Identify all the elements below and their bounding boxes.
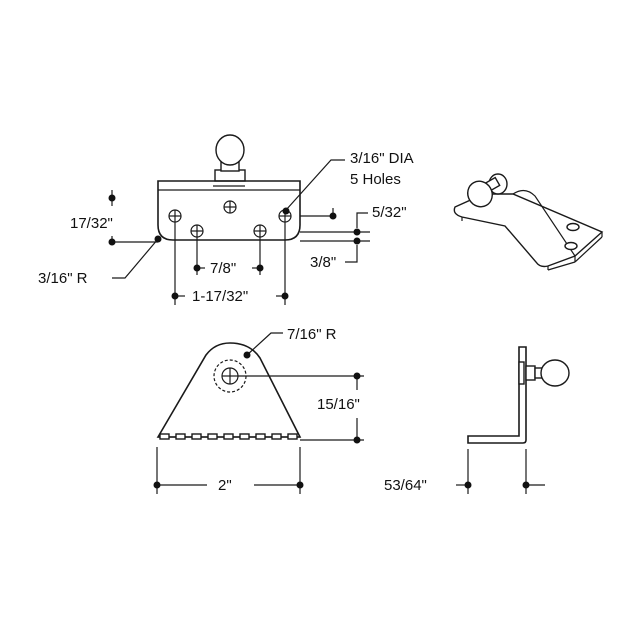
ball-stud-top [214, 134, 246, 182]
dimension-labels: 3/16" DIA 5 Holes 17/32" 5/32" 3/16" R 7… [38, 150, 427, 494]
label-top-radius: 7/16" R [287, 326, 337, 343]
mounting-holes [168, 200, 292, 238]
side-view [456, 346, 570, 494]
front-plate-outline [156, 342, 302, 438]
label-side-depth: 53/64" [384, 477, 427, 494]
label-hole-dia: 3/16" DIA [350, 150, 414, 167]
isometric-view [453, 173, 604, 271]
label-vertical-spacing: 17/32" [70, 215, 113, 232]
base-tabs [159, 433, 298, 440]
label-corner-radius: 3/16" R [38, 270, 88, 287]
label-height: 15/16" [317, 396, 360, 413]
label-base-width: 2" [218, 477, 232, 494]
label-inner-spacing: 7/8" [210, 260, 236, 277]
label-outer-spacing: 1-17/32" [192, 288, 248, 305]
front-view [153, 332, 364, 494]
label-edge-offset: 5/32" [372, 204, 407, 221]
label-hole-count: 5 Holes [350, 171, 401, 188]
top-view [108, 134, 370, 305]
label-side-offset: 3/8" [310, 254, 336, 271]
